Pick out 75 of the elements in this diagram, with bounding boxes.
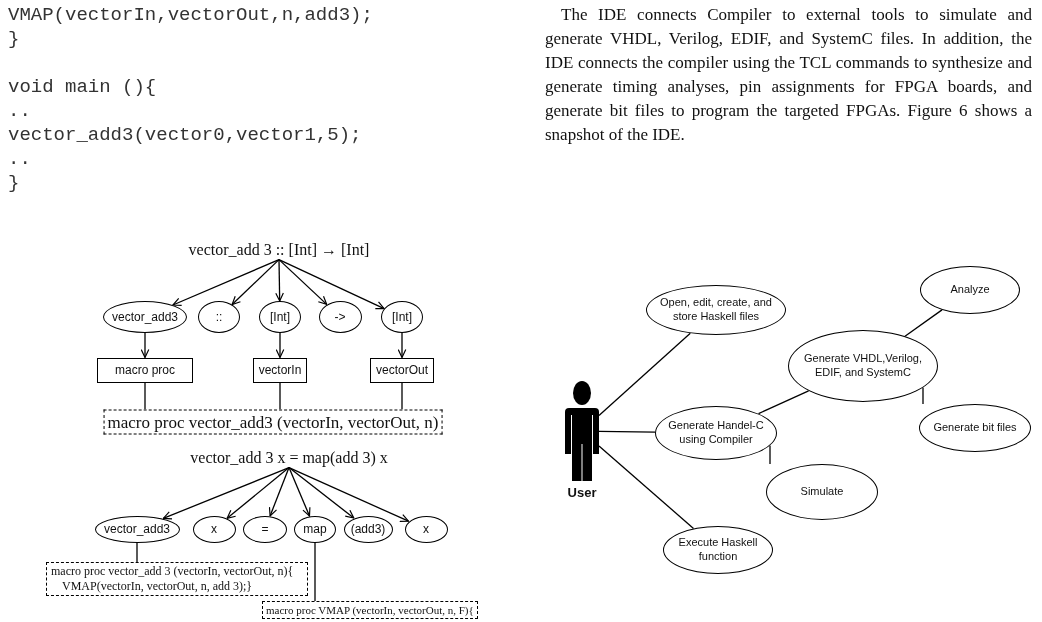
- use-case-label: Generate Handel-C using Compiler: [667, 419, 765, 447]
- node-label: ::: [215, 309, 223, 325]
- connector-line: [922, 386, 924, 405]
- arrow: [288, 466, 355, 519]
- arrow: [278, 258, 328, 306]
- code-line: vector_add3(vector0,vector1,5);: [8, 123, 362, 147]
- parse-tree-node: [198, 301, 240, 333]
- code-line: }: [8, 171, 20, 195]
- arrow: [226, 466, 290, 519]
- arrow: [231, 258, 280, 306]
- box-label: vectorIn: [258, 362, 302, 378]
- connector-line: [401, 381, 403, 411]
- code-line: ..: [8, 147, 31, 171]
- connector-line: [757, 390, 810, 415]
- parse-tree-node: [404, 515, 448, 543]
- parse-tree-node: [294, 515, 336, 543]
- connector-line: [598, 430, 656, 433]
- connector-line: [769, 444, 771, 465]
- code-text: macro proc vector_add 3 (vectorIn, vectorOut, n){ VMAP(vectorIn, vectorOut, n, add 3);}: [50, 564, 295, 594]
- arrow: [278, 258, 385, 310]
- code-box: [46, 562, 308, 596]
- node-label: vector_add3: [103, 521, 170, 537]
- process-box: [253, 357, 307, 383]
- use-case-label: Simulate: [800, 485, 844, 499]
- arrow: [140, 332, 150, 359]
- use-case-label: Generate VHDL,Verilog, EDIF, and SystemC: [803, 352, 923, 380]
- parse-tree-node: [343, 515, 393, 543]
- node-label: map: [303, 521, 327, 537]
- use-case-label: Analyze: [950, 283, 990, 297]
- box-label: macro proc: [115, 362, 175, 378]
- node-label: x: [211, 521, 217, 537]
- connector-line: [144, 381, 146, 411]
- node-label: x: [423, 521, 429, 537]
- arrow: [162, 466, 290, 520]
- arrow: [275, 332, 285, 359]
- code-box: [262, 601, 478, 619]
- connector-line: [136, 541, 138, 563]
- code-line: VMAP(vectorIn,vectorOut,n,add3);: [8, 3, 373, 27]
- code-text: macro proc vector_add3 (vectorIn, vectorOut, n): [107, 411, 439, 433]
- code-text: macro proc VMAP (vectorIn, vectorOut, n, F){: [266, 603, 474, 617]
- code-line: ..: [8, 99, 31, 123]
- connector-line: [904, 309, 943, 337]
- expression-text: vector_add 3 :: [Int] → [Int]: [188, 240, 370, 260]
- parse-tree-node: [318, 301, 362, 333]
- box-label: vectorOut: [376, 362, 428, 378]
- connector-line: [598, 445, 695, 530]
- parse-tree-node: [243, 515, 287, 543]
- parse-tree-node: [381, 301, 423, 333]
- arrow: [288, 466, 311, 517]
- process-box: [370, 357, 434, 383]
- use-case-label: Open, edit, create, and store Haskell files: [659, 296, 773, 324]
- use-case-label: Execute Haskell function: [677, 536, 759, 564]
- arrow: [275, 258, 284, 302]
- node-label: [Int]: [270, 309, 290, 325]
- node-label: [Int]: [392, 309, 412, 325]
- process-box: [97, 357, 193, 383]
- arrow: [288, 466, 410, 522]
- parse-tree-node: [259, 301, 301, 333]
- actor-label: User: [567, 485, 597, 501]
- connector-line: [279, 381, 281, 411]
- use-case-label: Generate bit files: [933, 421, 1017, 435]
- body-paragraph: The IDE connects Compiler to external tools to simulate and generate VHDL, Verilog, EDIF, and SystemC files. In addition, the IDE connects the compiler using the TCL commands to synthesize and generate timing analyses, pin assignments for FPGA boards, and generate bit files to program the targeted FPGAs. Figure 6 shows a snapshot of the IDE.: [545, 4, 1032, 146]
- person-icon: [565, 381, 599, 481]
- expression-text: vector_add 3 x = map(add 3) x: [190, 448, 388, 468]
- connector-line: [314, 541, 316, 602]
- parse-tree-node: [192, 515, 236, 543]
- code-line: }: [8, 27, 20, 51]
- arrow: [268, 466, 290, 517]
- arrow: [397, 332, 407, 359]
- node-label: vector_add3: [111, 309, 178, 325]
- arrow: [172, 258, 280, 306]
- node-label: ->: [334, 309, 346, 325]
- node-label: (add3): [350, 521, 386, 537]
- code-line: void main (){: [8, 75, 157, 99]
- node-label: =: [261, 521, 269, 537]
